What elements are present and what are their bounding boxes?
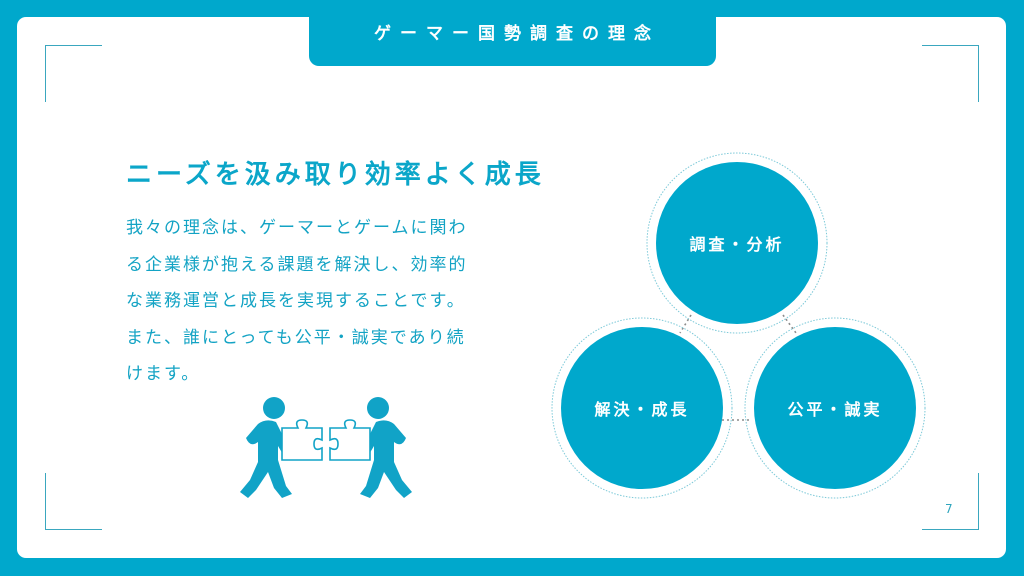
circle-label-solution: 解決・成長 bbox=[594, 400, 690, 419]
circle-label-fairness: 公平・誠実 bbox=[787, 400, 883, 419]
two-people-puzzle-pieces-icon bbox=[240, 397, 412, 498]
body-line: 我々の理念は、ゲーマーとゲームに関わ bbox=[126, 218, 468, 238]
values-circles bbox=[551, 152, 926, 499]
values-diagram: 調査・分析 解決・成長 公平・誠実 bbox=[540, 145, 940, 505]
slide-title-tab: ゲーマー国勢調査の理念 bbox=[309, 0, 716, 66]
body-line: る企業様が抱える課題を解決し、効率的 bbox=[126, 254, 468, 275]
connector-top-right bbox=[782, 314, 797, 334]
headline: ニーズを汲み取り効率よく成長 bbox=[126, 160, 545, 190]
slide-title: ゲーマー国勢調査の理念 bbox=[374, 23, 660, 44]
circle-ring-top bbox=[646, 152, 828, 334]
page-number: 7 bbox=[945, 502, 953, 516]
corner-bracket-top-right bbox=[922, 45, 979, 102]
corner-bracket-bottom-left bbox=[45, 473, 102, 530]
corner-bracket-top-left bbox=[45, 45, 102, 102]
circle-ring-bottom-right bbox=[744, 317, 926, 499]
circle-ring-bottom-left bbox=[551, 317, 733, 499]
body-line: けます。 bbox=[126, 364, 201, 384]
body-line: また、誰にとっても公平・誠実であり続 bbox=[126, 327, 466, 348]
philosophy-text: 我々の理念は、ゲーマーとゲームに関わ る企業様が抱える課題を解決し、効率的 な業… bbox=[126, 210, 506, 393]
circle-top bbox=[656, 162, 818, 324]
circle-bottom-left bbox=[561, 327, 723, 489]
circle-label-research: 調査・分析 bbox=[689, 235, 785, 254]
circle-bottom-right bbox=[754, 327, 916, 489]
body-line: な業務運営と成長を実現することです。 bbox=[126, 291, 466, 311]
connector-top-left bbox=[679, 314, 692, 334]
corner-bracket-bottom-right bbox=[922, 473, 979, 530]
